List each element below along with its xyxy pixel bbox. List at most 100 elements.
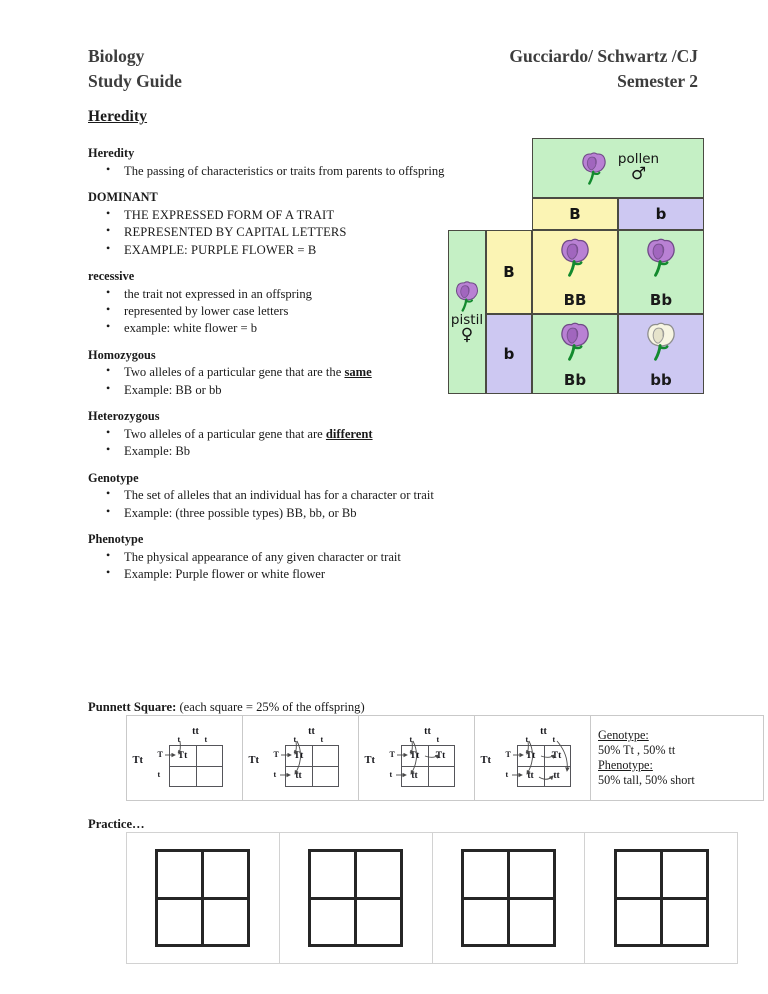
practice-cell[interactable] [584,832,738,964]
genotype-label: BB [563,291,587,309]
punnett-quadrant-top-left: Tt [525,751,536,761]
punnett-quadrant-top-left: Tt [409,751,420,761]
punnett-cell-bb-1: Bb [618,230,704,314]
punnett-square-caption: Punnett Square: (each square = 25% of th… [88,700,365,715]
punnett-square-caption-rest: (each square = 25% of the offspring) [179,700,365,714]
list-item-text: the trait not expressed in an offspring [124,286,312,301]
list-item-text: Example: (three possible types) BB, bb, … [124,505,357,520]
male-symbol-icon: ♂ [630,164,647,185]
list-item-text: example: white flower = b [124,321,257,336]
top-parent-genotype: tt [308,726,315,737]
side-allele: T [505,750,511,759]
grid-horizontal-divider [517,766,570,768]
list-item-text: Example: BB or bb [124,382,222,397]
pollen-header: pollen♂ [532,138,704,198]
genotype-result-header: Genotype: [598,728,649,743]
punnett-quadrant-top-right [196,746,222,766]
blank-punnett-square[interactable] [155,849,251,947]
header-doctype: Study Guide [88,70,182,91]
punnett-quadrant-top-left: Tt [177,751,188,761]
side-allele: t [157,770,161,779]
side-allele: T [389,750,395,759]
definition-bullets: The physical appearance of any given cha… [88,548,518,583]
side-allele: T [273,750,279,759]
list-item-text: Two alleles of a particular gene that ar… [124,365,345,380]
blank-punnett-square[interactable] [613,849,709,947]
header-left: Biology Study Guide [88,44,182,94]
side-allele: t [389,770,393,779]
side-allele: t [505,770,509,779]
definition-bullets: the trait not expressed in an offspring r… [88,285,468,337]
practice-square-wrapper [433,833,585,963]
punnett-quadrant-top-right: Tt [551,751,562,761]
punnett-quadrant-bottom-right [312,766,338,786]
row-header-label: b [503,345,515,363]
practice-cell[interactable] [126,832,280,964]
list-item: example: white flower = b [88,319,468,336]
phenotype-result-value: 50% tall, 50% short [598,772,695,787]
list-item: the trait not expressed in an offspring [88,285,468,302]
definition-block: DOMINANTTHE EXPRESSED FORM OF A TRAITREP… [88,190,468,258]
definition-block: HeterozygousTwo alleles of a particular … [88,409,468,459]
top-allele: t [525,735,529,744]
list-item-text: THE EXPRESSED FORM OF A TRAIT [124,207,335,222]
list-item-text: Example: Purple flower or white flower [124,567,326,582]
punnett-quadrant-bottom-left: tt [527,771,534,781]
purple-flower-icon [582,152,606,185]
grid-horizontal-divider [285,766,338,768]
list-item: THE EXPRESSED FORM OF A TRAIT [88,206,468,223]
practice-table [126,832,738,964]
definition-bullets: Two alleles of a particular gene that ar… [88,363,468,398]
definition-block: HeredityThe passing of characteristics o… [88,146,518,179]
list-item: represented by lower case letters [88,302,468,319]
punnett-quadrant-bottom-right [196,766,222,786]
list-item: Two alleles of a particular gene that ar… [88,363,468,380]
column-header-label: B [569,205,581,223]
purple-flower-icon [455,281,479,312]
definition-bullets: The set of alleles that an individual ha… [88,486,518,521]
punnett-cell-bb-0: BB [532,230,618,314]
practice-label: Practice… [88,817,145,831]
grid-horizontal-divider [169,766,222,768]
list-item-text: The passing of characteristics or traits… [124,163,445,178]
definition-term: Homozygous [88,347,156,362]
column-header-B: B [532,198,618,230]
practice-cell[interactable] [431,832,586,964]
blank-punnett-square[interactable] [460,849,556,947]
list-item: Example: Purple flower or white flower [88,565,518,582]
female-symbol-icon: ♀ [460,325,474,346]
grid-horizontal-divider [311,896,401,900]
definition-term: Heterozygous [88,409,160,424]
top-allele: t [436,735,440,744]
page-title: Heredity [88,108,148,125]
practice-cell[interactable] [278,832,433,964]
white-flower-icon [647,322,675,361]
list-item-text: REPRESENTED BY CAPITAL LETTERS [124,225,347,240]
list-item: Example: (three possible types) BB, bb, … [88,504,518,521]
blank-punnett-square[interactable] [308,849,404,947]
list-item-text: represented by lower case letters [124,304,289,318]
practice-square-wrapper [585,833,737,963]
table-row [126,832,738,964]
emphasized-word: different [325,426,373,441]
top-allele: t [204,735,208,744]
punnett-cell-bb-2: Bb [532,314,618,394]
punnett-square-caption-bold: Punnett Square: [88,700,177,714]
punnett-quadrant-top-right [312,746,338,766]
punnett-quadrant-bottom-right [428,766,454,786]
pistil-label: pistil [450,311,484,328]
definition-bullets: Two alleles of a particular gene that ar… [88,425,468,460]
definition-bullets: The passing of characteristics or traits… [88,162,518,179]
header-teachers: Gucciardo/ Schwartz /CJ [509,46,698,66]
side-allele: T [157,750,163,759]
